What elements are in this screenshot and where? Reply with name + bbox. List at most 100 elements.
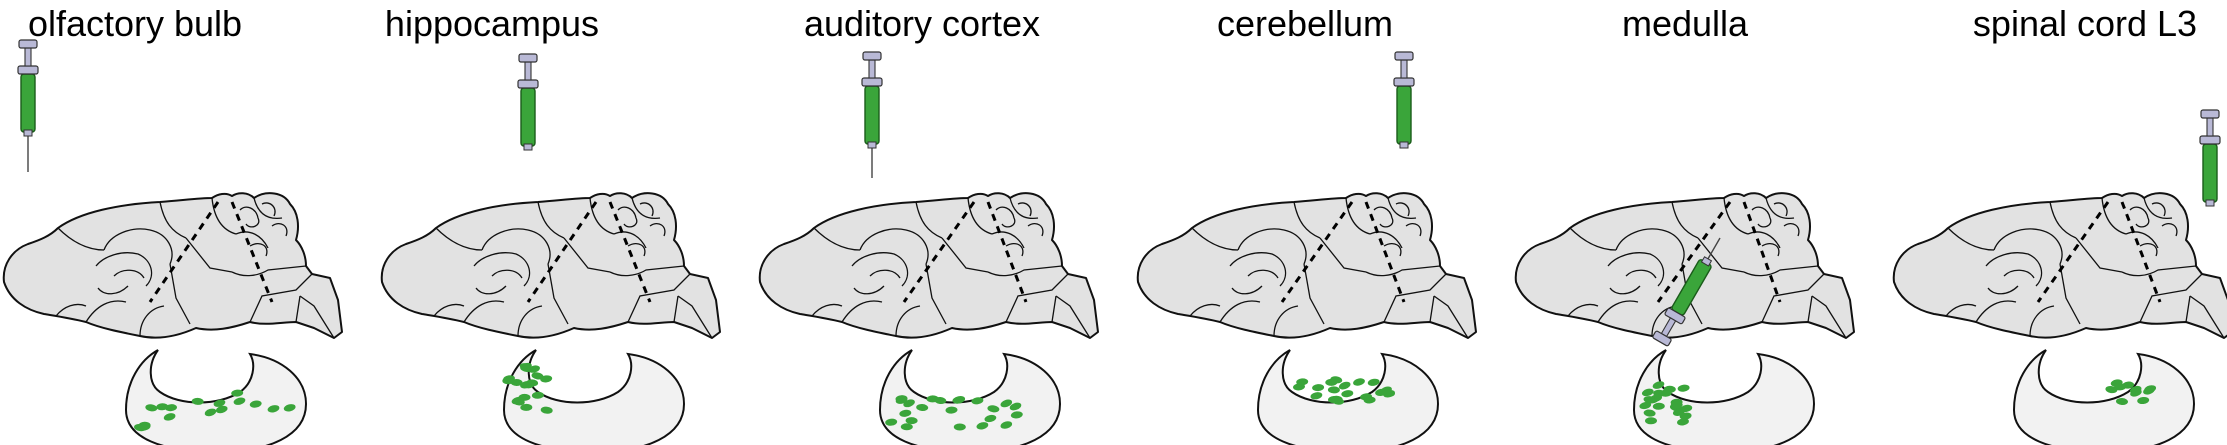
labelled-cell	[1652, 381, 1665, 389]
brain-region-line	[1567, 303, 1599, 317]
brain-region-line	[1303, 263, 1325, 325]
labelled-cell	[1312, 384, 1325, 392]
labelled-cell	[1360, 393, 1373, 401]
brain-outline	[380, 192, 721, 339]
brain-region-line	[677, 295, 713, 339]
labelled-cell	[2116, 397, 2128, 406]
labelled-cell	[1000, 421, 1013, 429]
brain-region-line	[1807, 295, 1813, 323]
brain-region-line	[1975, 300, 2017, 323]
panel-title-cerebellum: cerebellum	[1216, 3, 1394, 44]
brain-region-line	[2185, 295, 2191, 323]
brain-region-line	[235, 231, 269, 249]
labelled-cell	[531, 391, 544, 399]
labelled-cell	[2114, 383, 2127, 391]
brain-region-line	[1005, 273, 1069, 323]
syringe-flange	[861, 77, 883, 87]
labelled-cell	[2144, 385, 2157, 393]
brain-region-line	[95, 252, 153, 287]
brain-region-line	[1607, 252, 1665, 287]
panel-spinal-cord	[1892, 109, 2227, 445]
syringe-hub	[1700, 256, 1713, 267]
syringe-icon	[17, 39, 39, 172]
brain-region-line	[185, 237, 233, 273]
syringe-barrel	[864, 85, 880, 145]
coronal-section	[1256, 349, 1440, 445]
brain-region-line	[1005, 242, 1024, 257]
brain-region-line	[991, 231, 1025, 249]
panel-title-hippocampus: hippocampus	[384, 3, 600, 44]
syringe-icon	[861, 51, 883, 178]
syringe-flange	[17, 65, 39, 75]
labelled-cell	[1652, 402, 1665, 410]
syringe-plunger	[1400, 59, 1408, 79]
brain-region-line	[1671, 201, 1699, 239]
brain-region-line	[995, 206, 1016, 228]
brain-outline	[1514, 192, 1855, 339]
labelled-cell	[540, 406, 553, 414]
brain-region-line	[1985, 252, 2043, 287]
brain-region-line	[1009, 197, 1039, 220]
labelled-cell	[1375, 388, 1388, 396]
brain-region-line	[295, 295, 301, 323]
syringe-icon	[1393, 51, 1415, 149]
brain-region-line	[2161, 222, 2178, 237]
section-outline	[1256, 349, 1440, 445]
labelled-cell	[1643, 409, 1656, 417]
labelled-cell	[1641, 388, 1654, 397]
brain-region-line	[811, 303, 843, 317]
syringe-barrel	[2202, 143, 2218, 203]
brain-region-line	[481, 228, 551, 265]
brain-region-line	[1761, 273, 1825, 323]
labelled-cell	[953, 423, 966, 431]
brain-region-line	[1743, 265, 1819, 277]
brain-region-line	[563, 237, 611, 273]
section-outline	[502, 349, 686, 445]
brain-region-line	[1987, 285, 2019, 295]
brain-region-line	[159, 201, 187, 239]
labelled-cell	[926, 395, 939, 403]
brain-sagittal	[1892, 192, 2227, 339]
brain-region-line	[609, 265, 685, 277]
brain-region-line	[2003, 269, 2035, 279]
syringe-plunger	[2206, 117, 2214, 137]
syringe-thumb-rest	[1394, 51, 1414, 61]
brain-region-line	[895, 305, 921, 337]
labelled-cell	[1338, 381, 1351, 390]
brain-region-line	[249, 242, 268, 257]
brain-region-line	[2029, 305, 2055, 337]
brain-region-line	[1761, 242, 1780, 257]
labelled-cell	[215, 405, 228, 414]
brain-region-line	[1345, 197, 1371, 235]
syringe-icon	[1652, 237, 1721, 347]
labelled-cell	[905, 417, 918, 425]
brain-region-line	[1723, 197, 1749, 235]
brain-region-line	[967, 197, 993, 235]
brain-region-line	[1191, 227, 1239, 251]
panel-hippocampus	[380, 53, 721, 445]
labelled-cell	[512, 398, 525, 406]
brain-region-line	[1433, 295, 1469, 339]
section-guide-right	[608, 201, 652, 303]
syringe-thumb-rest	[18, 39, 38, 49]
brain-region-line	[249, 273, 313, 323]
brain-region-line	[1231, 285, 1263, 295]
labelled-cell	[895, 396, 908, 404]
brain-region-line	[813, 227, 861, 251]
panel-title-medulla: medulla	[1621, 3, 1749, 44]
brain-region-line	[299, 295, 335, 339]
brain-region-line	[1247, 269, 1279, 279]
brain-region-line	[2075, 237, 2123, 273]
brain-region-line	[55, 303, 87, 317]
brain-region-line	[1219, 300, 1261, 323]
brain-region-line	[1237, 228, 1307, 265]
panel-auditory-cortex	[758, 51, 1099, 445]
labelled-cell	[1296, 378, 1309, 386]
labelled-cell	[976, 422, 989, 430]
brain-region-line	[103, 228, 173, 265]
brain-region-line	[1597, 300, 1639, 323]
brain-region-line	[617, 206, 638, 228]
labelled-cell	[916, 403, 929, 412]
brain-region-line	[2189, 295, 2225, 339]
